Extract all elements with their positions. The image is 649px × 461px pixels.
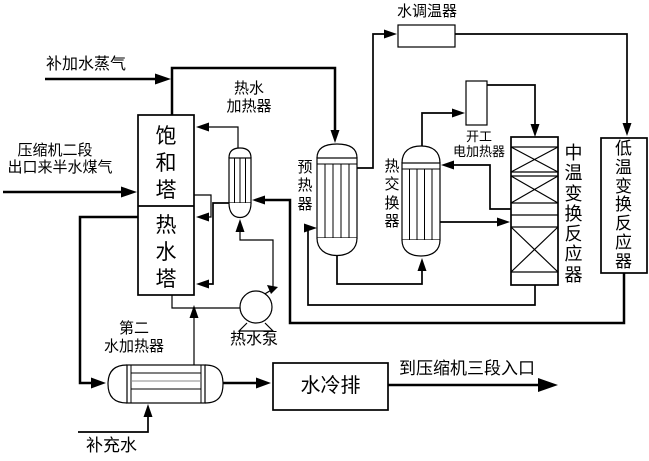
- startup-heater-label-line2: 电加热器: [452, 144, 505, 159]
- regulator-to-lt-reactor-line: [455, 33, 632, 136]
- preheater-vessel: [316, 143, 358, 257]
- makeup-water-join-line: [189, 305, 199, 365]
- steam-feed-line: [45, 73, 171, 85]
- hot-water-heater-label: 热水 加热器: [217, 80, 281, 116]
- hot-water-heater-vessel: [228, 147, 252, 219]
- preheater-to-regulator-line: [357, 29, 397, 169]
- mt-bottom-return-line: [304, 223, 536, 306]
- startup-heater-label: 开工 电加热器: [444, 129, 514, 159]
- mt-shift-reactor-label: 中温变换反应器: [564, 143, 583, 285]
- preheater-to-exchanger-line: [336, 256, 427, 285]
- second-water-heater-label-line1: 第二: [118, 321, 149, 337]
- mt-interbed-to-exchanger-line: [441, 160, 511, 210]
- second-water-heater-label-line2: 水加热器: [103, 339, 164, 355]
- hot-water-pump-label: 热水泵: [230, 331, 279, 348]
- water-temp-regulator-label: 水调温器: [396, 4, 457, 20]
- outlet-label: 到压缩机三段入口: [399, 359, 535, 378]
- exchanger-to-mt-bed3-line: [440, 217, 510, 227]
- hot-water-tower-label: 热水塔: [155, 213, 177, 291]
- water-temp-regulator-box: [397, 24, 456, 48]
- gas-feed-line: [3, 186, 137, 198]
- pump-discharge-line: [235, 219, 278, 296]
- saturator-downcomer-line: [194, 194, 212, 222]
- lt-shift-reactor-label: 低温变换反应器: [615, 139, 632, 271]
- startup-electric-heater-box: [465, 80, 488, 126]
- preheater-label: 预热器: [297, 160, 313, 213]
- exchanger-to-startup-heater-line: [421, 108, 465, 146]
- water-cooler-box: [272, 362, 389, 411]
- second-water-heater-vessel: [107, 364, 224, 404]
- lt-shift-reactor-vessel: [600, 137, 648, 274]
- steam-label: 补加水蒸气: [46, 56, 127, 73]
- makeup-water-label: 补充水: [86, 436, 137, 455]
- lt-reactor-return-line: [252, 195, 626, 325]
- makeup-water-line: [78, 404, 153, 433]
- heater-to-cooler-line: [222, 377, 271, 389]
- heat-exchanger-label: 热交换器: [384, 159, 400, 231]
- hot-water-tower-gas-out-line: [78, 215, 138, 389]
- mt-shift-reactor-vessel: [510, 136, 559, 286]
- hot-water-heater-label-line1: 热水: [233, 81, 264, 97]
- water-cooler-label: 水冷排: [300, 375, 361, 397]
- saturation-tower-label: 饱和塔: [155, 124, 177, 202]
- hot-water-pump: [237, 290, 275, 332]
- gas-to-hot-water-tower-line: [196, 202, 229, 289]
- second-water-heater-label: 第二 水加热器: [97, 320, 171, 356]
- cooler-outlet-line: [388, 378, 558, 392]
- hot-water-heater-label-line2: 加热器: [226, 99, 272, 115]
- saturation-hot-water-tower: [137, 114, 195, 296]
- heat-exchanger-vessel: [401, 145, 441, 257]
- startup-heater-label-line1: 开工: [465, 129, 492, 144]
- hot-water-to-saturator-line: [196, 122, 239, 149]
- feed-label-line2: 出口来半水煤气: [7, 160, 113, 176]
- saturator-overhead-line: [170, 66, 340, 143]
- startup-heater-to-reactor-line: [487, 84, 540, 137]
- feed-label-line1: 压缩机二段: [17, 143, 93, 159]
